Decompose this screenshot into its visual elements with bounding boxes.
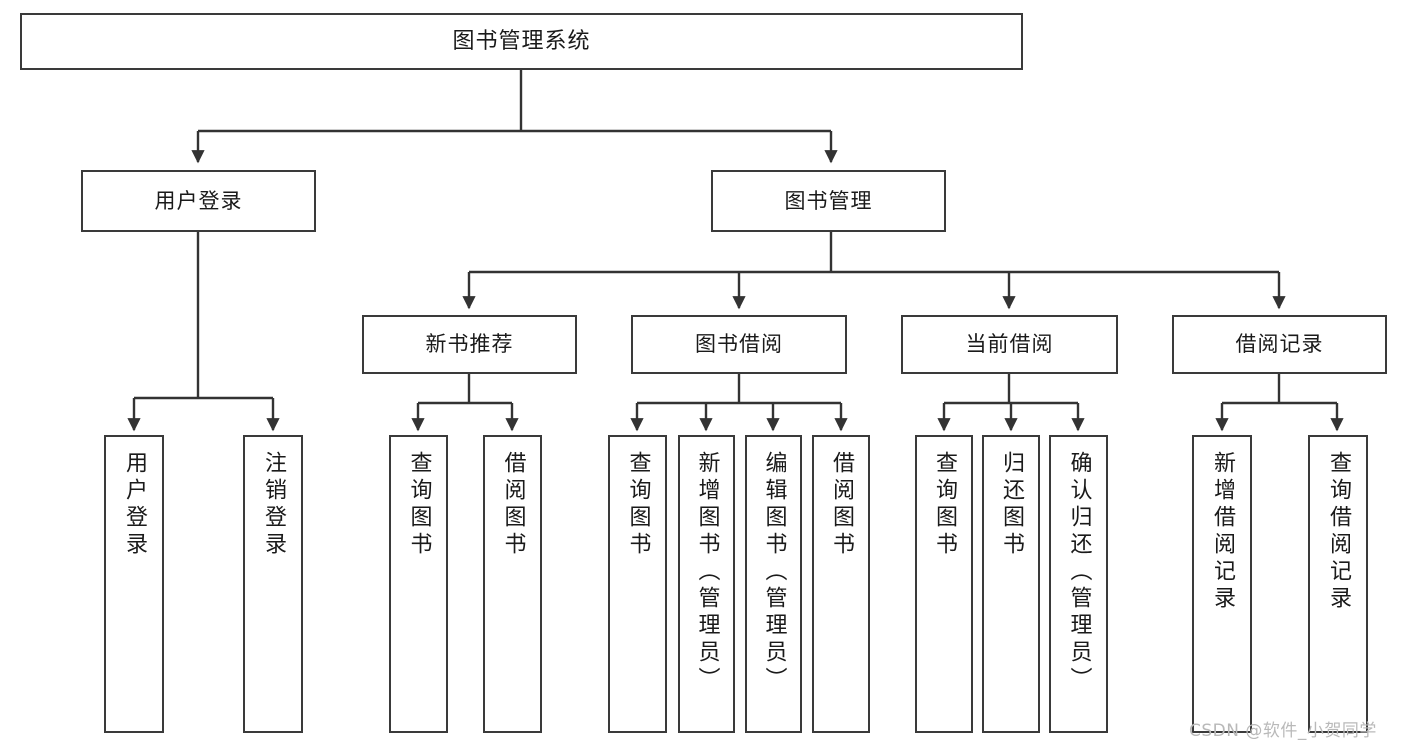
node-leaf-edit-book[interactable]: 编辑图书（管理员） — [745, 435, 802, 733]
node-root-system[interactable]: 图书管理系统 — [20, 13, 1023, 70]
node-leaf-query-book-recommend[interactable]: 查询图书 — [389, 435, 448, 733]
node-label: 图书借阅 — [695, 332, 783, 357]
node-book-manage[interactable]: 图书管理 — [711, 170, 946, 232]
node-label: 查询图书 — [932, 451, 957, 559]
node-label: 编辑图书（管理员） — [761, 451, 787, 694]
node-leaf-query-book-borrow[interactable]: 查询图书 — [608, 435, 667, 733]
node-leaf-user-login[interactable]: 用户登录 — [104, 435, 164, 733]
node-label: 新增图书（管理员） — [694, 451, 720, 694]
node-leaf-logout[interactable]: 注销登录 — [243, 435, 303, 733]
node-leaf-borrow-book[interactable]: 借阅图书 — [812, 435, 870, 733]
node-leaf-confirm-return[interactable]: 确认归还（管理员） — [1049, 435, 1108, 733]
node-label: 新增借阅记录 — [1210, 451, 1235, 613]
node-leaf-borrow-book-recommend[interactable]: 借阅图书 — [483, 435, 542, 733]
node-new-book-recommend[interactable]: 新书推荐 — [362, 315, 577, 374]
node-label: 注销登录 — [261, 451, 286, 559]
node-current-borrow[interactable]: 当前借阅 — [901, 315, 1118, 374]
node-label: 查询图书 — [406, 451, 432, 559]
node-label: 归还图书 — [999, 451, 1024, 559]
node-label: 确认归还（管理员） — [1066, 451, 1092, 694]
node-label: 借阅图书 — [500, 451, 526, 559]
node-label: 图书管理 — [784, 188, 873, 213]
node-label: 当前借阅 — [965, 332, 1054, 357]
node-borrow-record[interactable]: 借阅记录 — [1172, 315, 1387, 374]
node-label: 借阅图书 — [829, 451, 854, 559]
node-user-login[interactable]: 用户登录 — [81, 170, 316, 232]
node-label: 查询图书 — [625, 451, 651, 559]
node-label: 用户登录 — [154, 188, 243, 213]
node-leaf-add-record[interactable]: 新增借阅记录 — [1192, 435, 1252, 733]
node-leaf-add-book[interactable]: 新增图书（管理员） — [678, 435, 735, 733]
watermark-text: CSDN @软件_小贺同学 — [1189, 721, 1377, 741]
node-label: 图书管理系统 — [452, 28, 591, 54]
node-label: 借阅记录 — [1235, 332, 1324, 357]
node-label: 查询借阅记录 — [1326, 451, 1351, 613]
node-leaf-query-book-current[interactable]: 查询图书 — [915, 435, 973, 733]
node-book-borrow[interactable]: 图书借阅 — [631, 315, 847, 374]
node-leaf-return-book[interactable]: 归还图书 — [982, 435, 1040, 733]
node-leaf-query-record[interactable]: 查询借阅记录 — [1308, 435, 1368, 733]
node-label: 用户登录 — [122, 451, 147, 559]
node-label: 新书推荐 — [425, 332, 514, 357]
